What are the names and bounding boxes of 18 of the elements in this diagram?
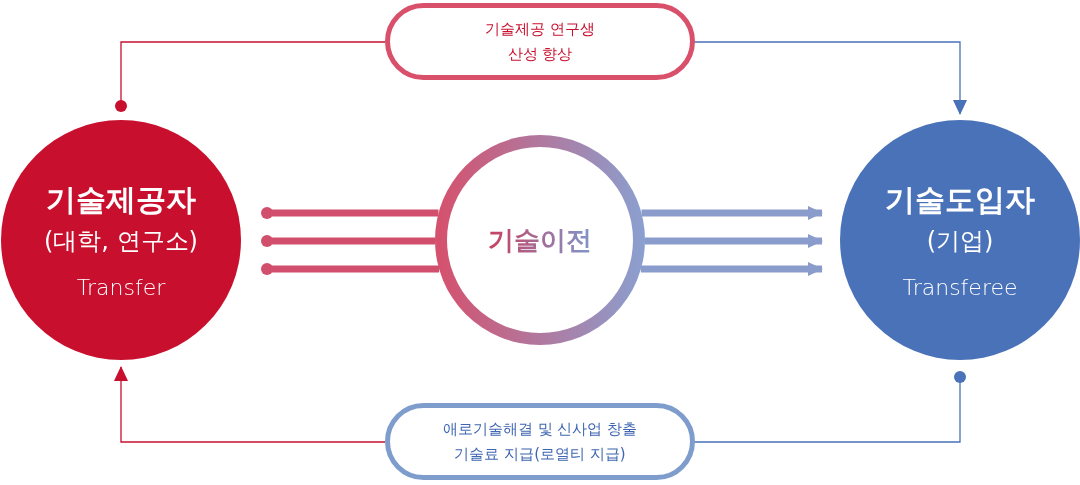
subtitle-text: (대학, 연구소) xyxy=(44,226,198,257)
arrow xyxy=(640,262,823,276)
connector-line xyxy=(261,235,435,247)
subtitle-text: (기업) xyxy=(926,226,994,257)
arrow xyxy=(114,366,386,443)
connector-line xyxy=(261,263,440,275)
connector-line xyxy=(261,207,439,219)
connector-line xyxy=(115,41,386,112)
title-text: 기술도입자 xyxy=(885,181,1035,219)
arrow xyxy=(694,41,967,115)
english-label: Transfer xyxy=(76,275,166,300)
pill-text: 기술제공 연구생산성 향상 xyxy=(484,18,596,65)
title-text: 기술제공자 xyxy=(46,181,196,219)
pill-text: 애로기술해결 및 신사업 창출 기술료 지급(로열티 지급) xyxy=(441,418,639,465)
connector-line xyxy=(694,371,966,443)
english-label: Transferee xyxy=(902,275,1018,300)
arrow xyxy=(645,234,823,248)
arrow xyxy=(641,206,823,220)
